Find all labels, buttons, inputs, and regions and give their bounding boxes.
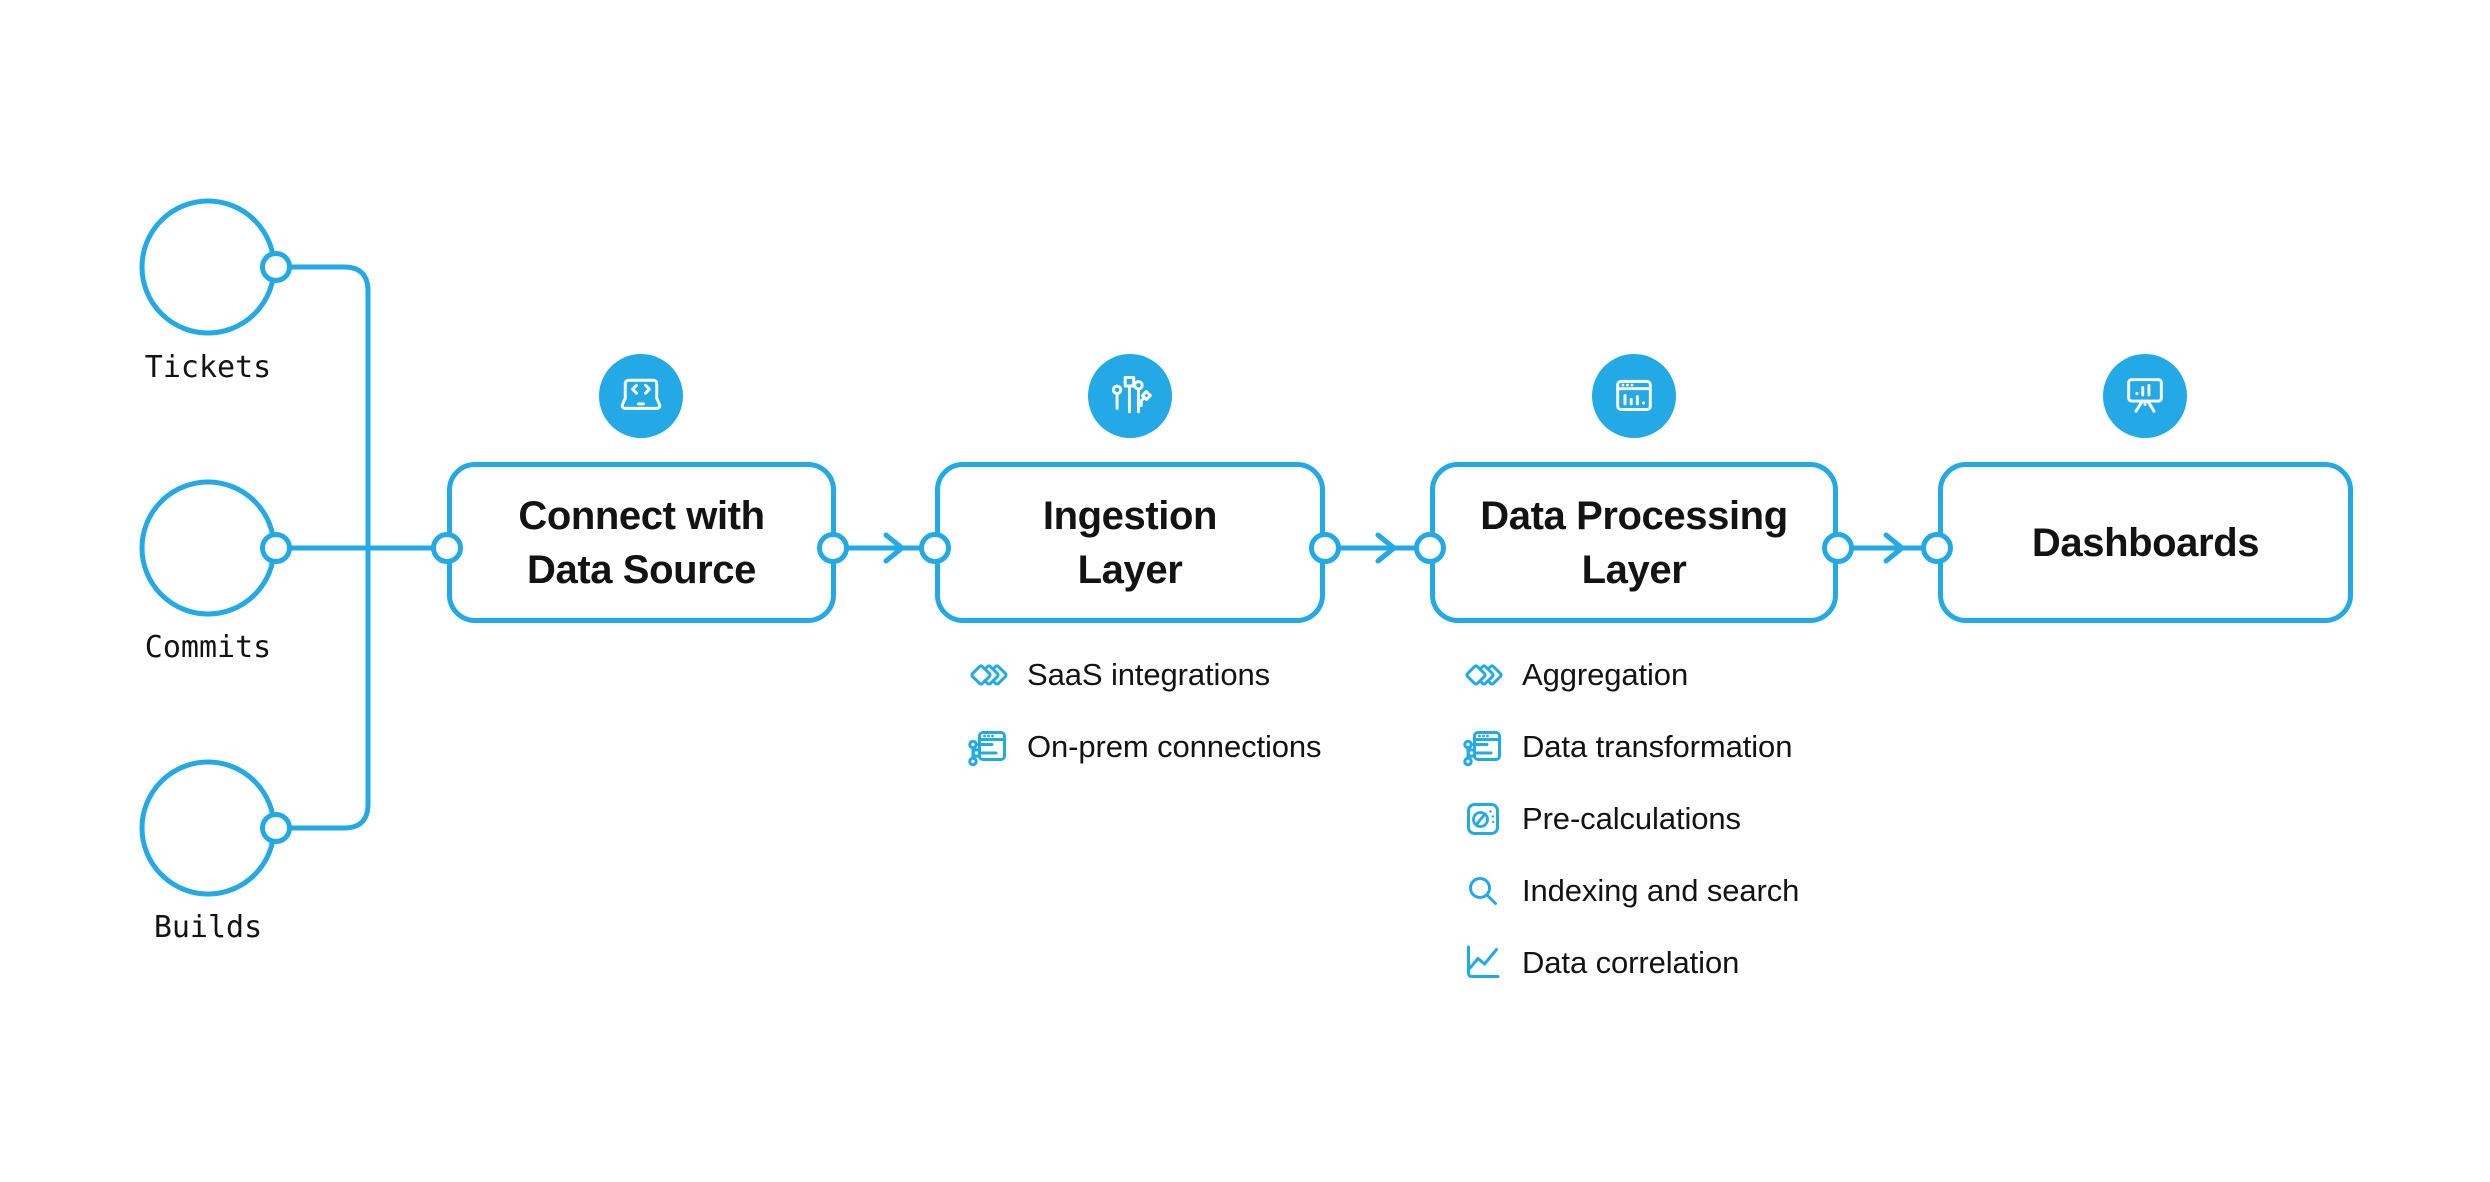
github-icon [165,505,251,589]
stage-box-ingestion-layer: Ingestion Layer [935,462,1325,623]
list-item: Aggregation [1459,650,1799,700]
stage-box-dashboards: Dashboards [1938,462,2353,623]
list-item: On-prem connections [964,722,1322,772]
source-label-tickets: Tickets [144,350,272,385]
feature-label: Data transformation [1522,729,1793,764]
stage-title: Dashboards [2031,520,2260,565]
stage-title: Ingestion [1042,493,1218,538]
jira-icon [179,238,237,296]
list-item: Indexing and search [1459,866,1799,916]
source-node-tickets [142,201,274,333]
feature-label: Indexing and search [1522,873,1800,908]
stage-badge-dashboards [2103,354,2187,438]
stage-box-data-processing-layer: Data Processing Layer [1430,462,1838,623]
stage-box-connect-data-source: Connect with Data Source [447,462,836,623]
stage-title: Connect with [518,493,765,538]
stage-badge-ingestion [1088,354,1172,438]
feature-label: On-prem connections [1027,729,1322,764]
stacked-diamonds-icon [1459,651,1507,699]
presentation-chart-icon [2127,378,2163,413]
source-node-builds [142,762,274,894]
server-window-icon [964,723,1012,771]
gauge-icon [1459,795,1507,843]
feature-label: Data correlation [1522,945,1740,980]
arrowhead-icon [1883,532,1905,564]
ingestion-feature-list: SaaS integrations On-prem connections [964,650,1322,794]
line-chart-icon [1459,939,1507,987]
stage-title: Layer [1581,547,1687,592]
arrowhead-icon [883,532,905,564]
stage-title: Data Source [526,547,757,592]
stage-title: Data Processing [1480,493,1788,538]
stage-badge-processing [1592,354,1676,438]
circuit-branches-icon [1111,375,1152,414]
arrowhead-icon [1375,532,1397,564]
search-icon [1459,867,1507,915]
source-label-commits: Commits [144,630,272,665]
list-item: Data transformation [1459,722,1799,772]
jenkins-icon [174,797,236,865]
list-item: SaaS integrations [964,650,1321,700]
source-label-builds: Builds [153,910,263,945]
feature-label: SaaS integrations [1027,657,1271,692]
stacked-diamonds-icon [964,651,1012,699]
app-window-chart-icon [1616,379,1652,411]
processing-feature-list: Aggregation Data transformation Pre-calc… [1459,650,1799,1010]
laptop-code-icon [620,378,662,410]
stage-title: Layer [1077,547,1183,592]
feature-label: Aggregation [1522,657,1689,692]
list-item: Pre-calculations [1459,794,1799,844]
feature-label: Pre-calculations [1522,801,1741,836]
list-item: Data correlation [1459,938,1799,988]
server-window-icon [1459,723,1507,771]
stage-badge-connect [599,354,683,438]
source-node-commits [142,482,274,614]
